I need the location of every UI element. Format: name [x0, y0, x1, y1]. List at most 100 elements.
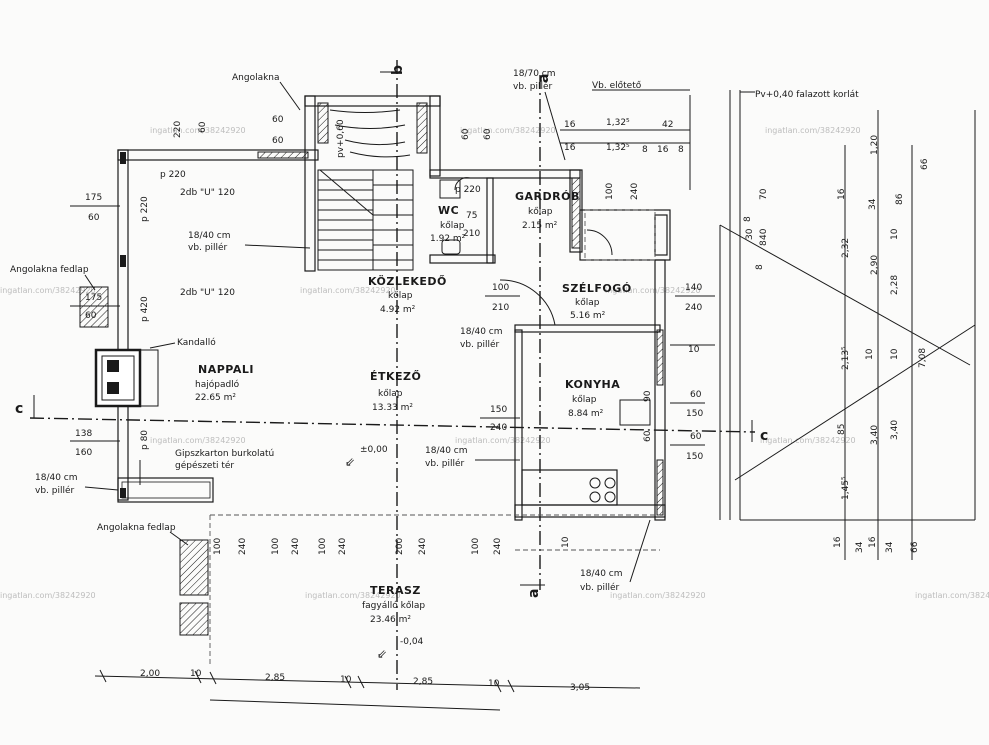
cooktop [589, 477, 616, 503]
dim: 210 [492, 303, 509, 313]
dims-gardrob: 100 240 [605, 183, 640, 200]
dim: 70 [759, 188, 769, 200]
label-level: -0,04 [400, 637, 424, 647]
dim: 10 [688, 345, 700, 355]
dim: 86 [895, 193, 905, 205]
dims-bottom: 2,00 10 2,85 10 2,85 10 3,05 [140, 669, 590, 693]
angolakna-cover-bottom-2 [179, 602, 209, 636]
label-opening: p 220 [160, 170, 186, 180]
pillar-label: vb. pillér [425, 458, 465, 469]
label-korlat: Pv+0,40 falazott korlát [755, 90, 859, 100]
dim: 8 [755, 264, 765, 270]
dim: 150 [686, 452, 703, 462]
dim: 60 [198, 121, 208, 133]
dim: 175 [85, 293, 102, 303]
dim: 3,40 [890, 420, 900, 440]
dims-right-2: 66 2,90 2,28 3,40 3,40 34 66 [870, 158, 930, 553]
dims-konyha: 150 240 10 60 150 60 150 90 60 [480, 344, 715, 462]
dim: 16 [868, 536, 878, 548]
watermark: ingatlan.com/38242920 [460, 126, 556, 135]
dim: 1,45⁵ [841, 476, 851, 500]
dim: 10 [890, 228, 900, 240]
dim: 85 [837, 424, 847, 435]
room-area: 8.84 m² [568, 409, 604, 419]
axis-c-right: c [760, 428, 768, 444]
dim: 140 [685, 283, 702, 293]
dim: 240 [418, 538, 428, 555]
room-area: 23.46 m² [370, 615, 411, 625]
dim: 150 [490, 405, 507, 415]
dim: 66 [910, 541, 920, 553]
dims-right-1: 1,20 16 34 86 10 2,32 10 2,13⁵ 10 85 1,4… [833, 135, 905, 553]
entrance-canopy [584, 209, 656, 261]
label-lintel: 2db "U" 120 [180, 188, 235, 198]
label-level: ±0,00 [360, 445, 388, 455]
label-angolakna: Angolakna [232, 73, 280, 83]
dim: 60 [272, 136, 284, 146]
dims-stair: 60 60 60 60 [272, 115, 493, 146]
pillar-label: vb. pillér [513, 81, 553, 92]
dim: 8 [642, 145, 648, 155]
dim: 175 [85, 193, 102, 203]
dim: 240 [493, 538, 503, 555]
dim: 240 [291, 538, 301, 555]
room-floor: kőlap [575, 298, 600, 308]
dim: 240 [630, 183, 640, 200]
pillar-size: 18/40 cm [35, 473, 78, 483]
watermark: ingatlan.com/38242920 [760, 436, 856, 445]
dim: 8 [759, 240, 769, 246]
dim: 16 [837, 188, 847, 200]
watermark: ingatlan.com/38242920 [300, 286, 396, 295]
dim: 2,85 [265, 673, 285, 683]
dims-right-small: 8 70 8 40 30 8 [743, 188, 769, 270]
level-marker: ⇙ [377, 647, 387, 661]
label-vb-eloteto: Vb. előtető [592, 81, 642, 91]
dim: 2,32 [841, 238, 851, 258]
dim: 2,85 [413, 677, 433, 687]
axis-b-top: b [390, 65, 406, 75]
dim: 160 [75, 448, 92, 458]
dim: 150 [686, 409, 703, 419]
dim: 100 [471, 538, 481, 555]
dim: 8 [678, 145, 684, 155]
watermark: ingatlan.com/38242920 [610, 591, 706, 600]
angolakna-cover-left [79, 286, 109, 328]
dim: 1,32⁵ [606, 118, 630, 128]
dims-szelfogo: 100 210 140 240 [485, 283, 715, 313]
watermark: ingatlan.com/38242920 [915, 591, 989, 600]
dim: 10 [190, 669, 202, 679]
pillar-label: vb. pillér [35, 485, 75, 496]
pillar-size: 18/40 cm [188, 231, 231, 241]
dim: 90 [643, 390, 653, 402]
room-floor: kőlap [528, 207, 553, 217]
watermark: ingatlan.com/38242920 [765, 126, 861, 135]
axis-c-left: c [15, 401, 23, 417]
dim: 240 [685, 303, 702, 313]
pillar-label: vb. pillér [580, 582, 620, 593]
dim: 100 [492, 283, 509, 293]
dims-wc: 75 210 [463, 211, 480, 239]
section-line-c [29, 417, 756, 433]
dim: 60 [690, 432, 702, 442]
watermark: ingatlan.com/38242920 [150, 126, 246, 135]
room-name: WC [438, 204, 459, 217]
label-stair-level: pv+0,60 [336, 119, 346, 158]
dim: 60 [690, 390, 702, 400]
label-opening: p 220 [140, 196, 150, 222]
dim: 2,28 [890, 275, 900, 295]
room-terasz: TERASZ fagyálló kőlap 23.46 m² [362, 584, 425, 625]
dim: 1,32⁵ [606, 143, 630, 153]
pillar-size: 18/40 cm [580, 569, 623, 579]
room-name: ÉTKEZŐ [370, 369, 421, 383]
dim: 2,90 [870, 255, 880, 275]
dims-bottom-openings: 100 240 100 240 100 240 200 240 100 240 … [213, 536, 571, 555]
room-area: 5.16 m² [570, 311, 606, 321]
dim: 200 [395, 538, 405, 555]
room-name: KÖZLEKEDŐ [368, 274, 447, 288]
room-etkezo: ÉTKEZŐ kőlap 13.33 m² [370, 369, 421, 413]
dim: 3,05 [570, 683, 590, 693]
dim: 60 [272, 115, 284, 125]
dim: 7,08 [918, 348, 928, 368]
watermark: ingatlan.com/38242920 [0, 286, 96, 295]
